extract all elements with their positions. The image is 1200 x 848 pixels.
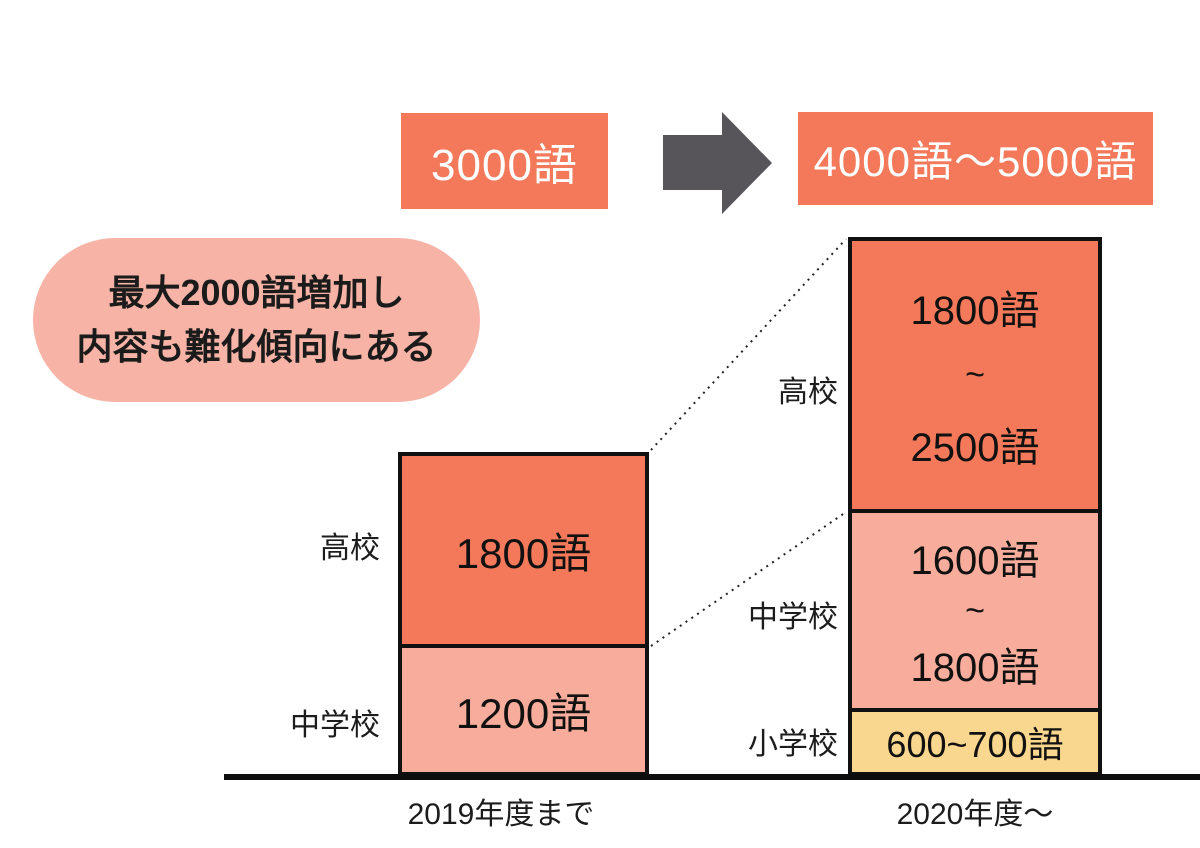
total-after-label: 4000語〜5000語 [813, 138, 1138, 185]
callout-line1: 最大2000語増加し [108, 272, 405, 313]
bar-2019-juniorhigh-value: 1200語 [455, 689, 592, 737]
axis-label-2020: 2020年度〜 [896, 798, 1054, 831]
bar-2020-elementary-segment: 600~700語 [848, 708, 1102, 776]
level-label-2019-juniorhigh: 中学校 [290, 709, 380, 742]
bar-2020-highschool-tilde: ~ [965, 356, 985, 394]
total-before-box: 3000語 [401, 113, 608, 209]
bar-2020-juniorhigh-segment: 1600語 ~ 1800語 [848, 509, 1102, 712]
transition-arrow-icon [663, 112, 772, 214]
bar-2019-juniorhigh-segment: 1200語 [398, 644, 649, 776]
bar-2019-highschool-value: 1800語 [455, 529, 592, 577]
axis-label-2019: 2019年度まで [407, 798, 595, 831]
level-label-2020-highschool: 高校 [778, 376, 838, 409]
callout-line2: 内容も難化傾向にある [76, 326, 437, 367]
bar-2020-juniorhigh-tilde: ~ [965, 591, 985, 630]
x-axis-baseline [224, 774, 1200, 780]
level-label-2020-juniorhigh: 中学校 [748, 601, 838, 634]
level-label-2020-elementary: 小学校 [748, 728, 838, 761]
bar-2020-highschool-segment: 1800語 ~ 2500語 [848, 237, 1102, 513]
total-before-label: 3000語 [431, 141, 578, 190]
bar-2020-juniorhigh-max: 1800語 [910, 645, 1040, 690]
dotted-connector-top [650, 238, 847, 451]
bar-2020-juniorhigh-min: 1600語 [910, 539, 1040, 584]
bar-2020-highschool-max: 2500語 [910, 425, 1040, 470]
bar-2020-elementary-value: 600~700語 [886, 724, 1064, 765]
bar-2019-highschool-segment: 1800語 [398, 452, 649, 648]
bar-2020-highschool-min: 1800語 [910, 288, 1040, 333]
total-after-box: 4000語〜5000語 [798, 112, 1153, 205]
level-label-2019-highschool: 高校 [320, 532, 380, 565]
callout-bubble: 最大2000語増加し 内容も難化傾向にある [33, 238, 480, 402]
